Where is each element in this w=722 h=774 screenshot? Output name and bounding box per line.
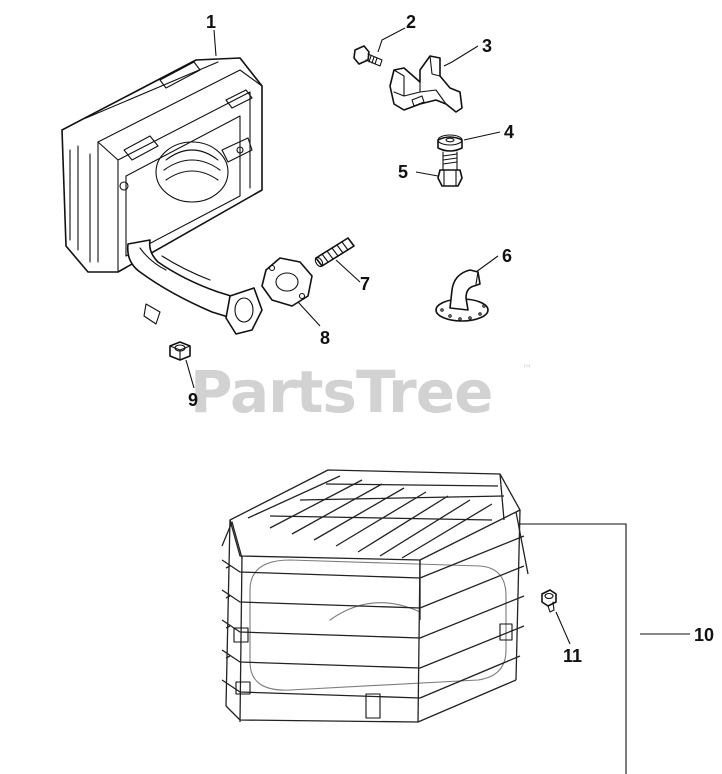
part-stud[interactable] [314, 237, 355, 268]
callout-11[interactable]: 11 [563, 646, 582, 666]
part-bolt[interactable] [437, 151, 463, 187]
callout-labels: 1 2 3 4 5 6 7 8 9 10 11 [188, 12, 714, 666]
part-guard[interactable] [221, 469, 529, 723]
part-nut[interactable] [169, 341, 191, 361]
part-bracket[interactable] [389, 55, 463, 113]
watermark-text: PartsTree [190, 358, 492, 426]
callout-10[interactable]: 10 [694, 625, 714, 645]
callout-4[interactable]: 4 [504, 122, 514, 142]
callout-2[interactable]: 2 [406, 12, 416, 32]
leader-lines [185, 27, 690, 774]
part-muffler[interactable] [61, 57, 263, 335]
part-spacer[interactable] [437, 134, 463, 152]
part-screw[interactable] [353, 45, 383, 67]
callout-8[interactable]: 8 [320, 328, 330, 348]
watermark-trademark: ™ [522, 364, 532, 375]
callout-5[interactable]: 5 [398, 162, 408, 182]
part-gasket[interactable] [261, 257, 313, 307]
part-guard-screw[interactable] [541, 589, 557, 613]
callout-7[interactable]: 7 [360, 274, 370, 294]
callout-6[interactable]: 6 [502, 246, 512, 266]
callout-9[interactable]: 9 [188, 390, 198, 410]
callout-3[interactable]: 3 [482, 36, 492, 56]
callout-1[interactable]: 1 [206, 12, 216, 32]
part-deflector[interactable] [435, 269, 489, 322]
